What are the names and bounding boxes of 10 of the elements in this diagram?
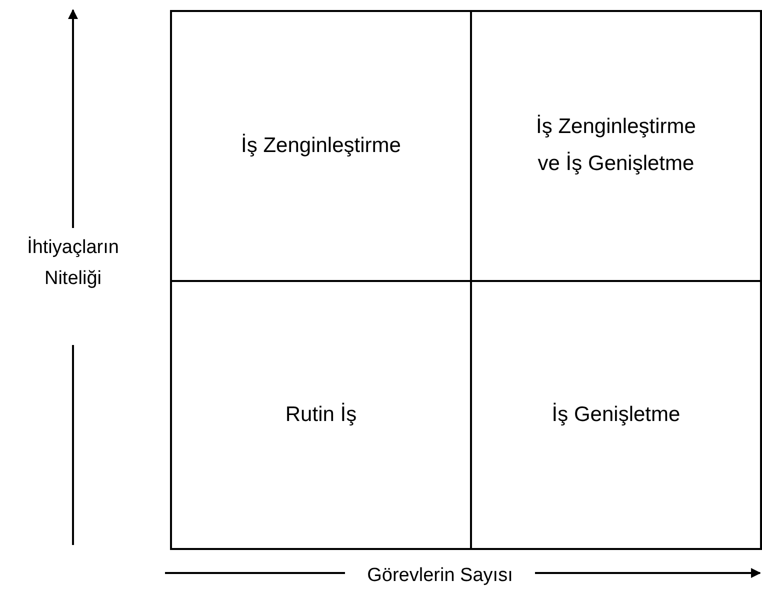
matrix-cell	[170, 280, 472, 550]
cell-text: İş Zenginleştirme	[240, 132, 402, 159]
cell-text: İş Zenginleştirme ve İş Genişletme	[535, 114, 697, 177]
matrix-cell	[170, 10, 472, 282]
cell-text: Rutin İş	[284, 402, 358, 428]
cell-text: İş Genişletme	[550, 402, 682, 428]
axis-label: İhtiyaçların Niteliği	[26, 236, 120, 292]
axis-label: Görevlerin Sayısı	[366, 564, 514, 588]
matrix-cell	[470, 280, 762, 550]
matrix-cell	[470, 10, 762, 282]
